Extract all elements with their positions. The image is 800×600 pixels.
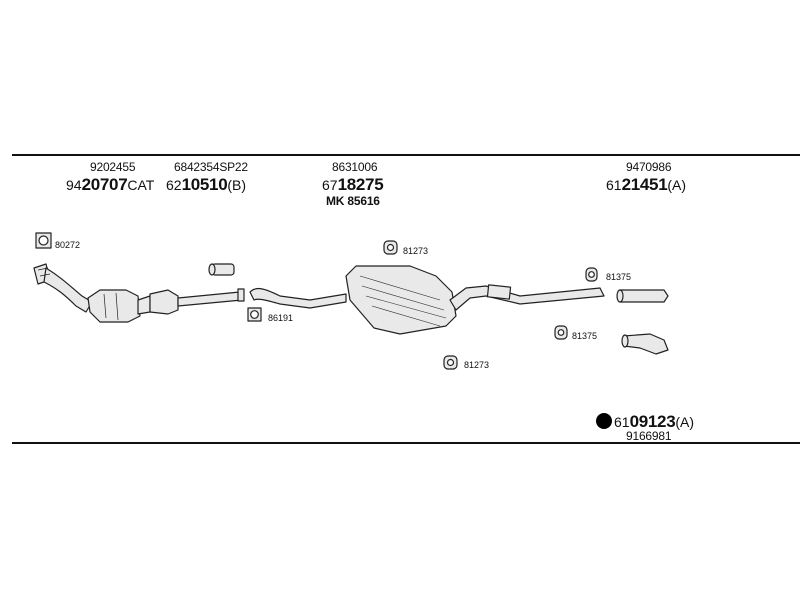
part-3-extra: MK 85616 [326, 194, 380, 208]
callout-gasket-top: 80272 [55, 240, 81, 250]
kit-bullet-icon [596, 413, 612, 429]
front-pipe-part[interactable] [33, 263, 93, 313]
part-1-prefix: 94 [66, 177, 82, 193]
kit-suffix: (A) [675, 414, 695, 430]
intermediate-pipe-part[interactable] [249, 287, 347, 309]
part-3-ref: 8631006 [332, 160, 378, 174]
part-1-number[interactable]: 9420707CAT [66, 176, 154, 193]
callout-gasket-middle: 86191 [268, 313, 294, 323]
part-2-prefix: 62 [166, 177, 182, 193]
kit-main: 09123 [629, 412, 676, 431]
part-3-number[interactable]: 6718275 [322, 175, 384, 194]
rubber-hanger-icon-4[interactable] [554, 325, 568, 340]
part-4-number[interactable]: 6121451(A) [606, 176, 686, 193]
tail-pipe-part[interactable] [616, 289, 669, 303]
tail-trim-part[interactable] [621, 333, 669, 355]
kit-prefix: 61 [614, 414, 630, 430]
part-4-suffix: (A) [667, 177, 687, 193]
rubber-hanger-icon-2[interactable] [443, 355, 458, 370]
part-2-suffix: (B) [227, 177, 247, 193]
part-2-main: 10510 [181, 175, 228, 194]
callout-hanger-4: 81375 [572, 331, 598, 341]
part-2-number[interactable]: 6210510(B) [166, 176, 246, 193]
part-3-main: 18275 [337, 175, 384, 194]
part-3-prefix: 67 [322, 177, 338, 193]
bottom-rule [12, 442, 800, 444]
gasket-icon-top[interactable] [35, 232, 52, 249]
part-1-suffix: CAT [127, 177, 155, 193]
top-rule [12, 154, 800, 156]
silencer-part[interactable] [345, 265, 457, 335]
kit-ref: 9166981 [626, 429, 672, 443]
part-1-ref: 9202455 [90, 160, 136, 174]
callout-hanger-2: 81273 [464, 360, 490, 370]
part-4-ref: 9470986 [626, 160, 672, 174]
catalytic-converter-part[interactable] [87, 288, 245, 323]
clamp-part[interactable] [208, 263, 235, 276]
rubber-hanger-icon-3[interactable] [585, 267, 598, 282]
gasket-icon-middle[interactable] [247, 307, 262, 322]
callout-hanger-1: 81273 [403, 246, 429, 256]
part-4-main: 21451 [621, 175, 668, 194]
kit-number[interactable]: 6109123(A) [614, 413, 694, 430]
part-2-ref: 6842354SP22 [174, 160, 248, 174]
part-4-prefix: 61 [606, 177, 622, 193]
part-1-main: 20707 [81, 175, 128, 194]
callout-hanger-3: 81375 [606, 272, 632, 282]
rubber-hanger-icon-1[interactable] [383, 240, 398, 255]
rear-pipe-part[interactable] [449, 284, 605, 311]
